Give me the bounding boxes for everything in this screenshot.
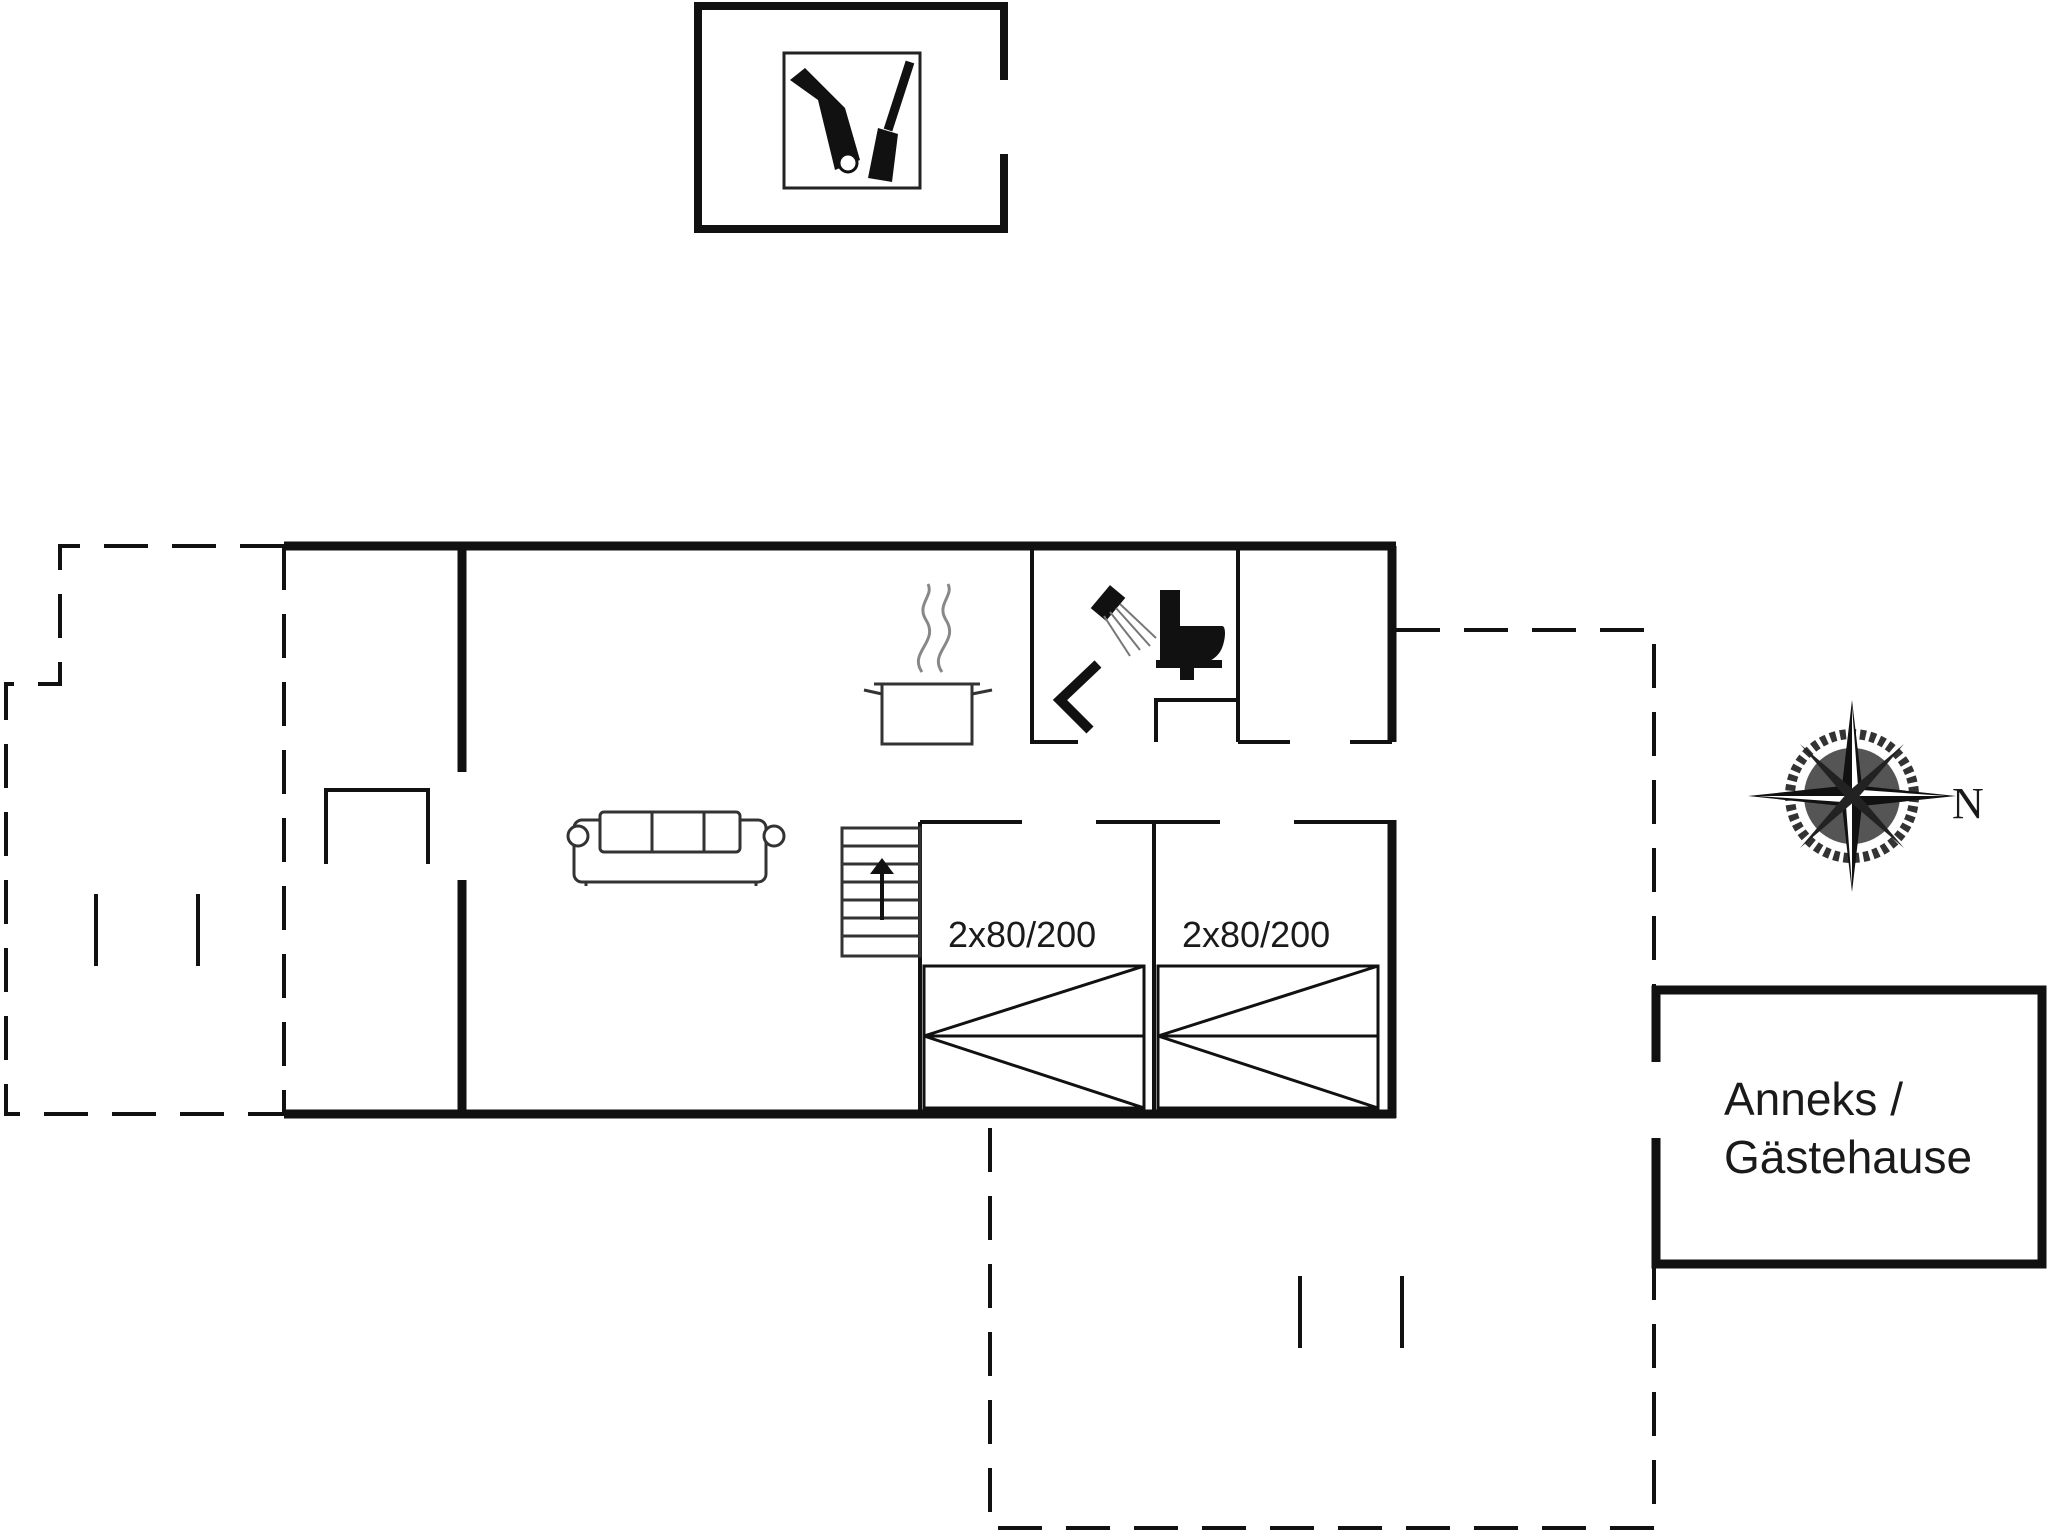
annex-label-line1: Anneks / <box>1724 1073 1903 1125</box>
compass-rose-icon <box>1748 700 1956 892</box>
bedroom-1-bed-label: 2x80/200 <box>948 914 1097 955</box>
compass-north-label: N <box>1952 779 1984 828</box>
sofa-icon <box>566 810 786 886</box>
entry-bench <box>94 788 1404 1348</box>
bedroom-2-bed-label: 2x80/200 <box>1182 914 1331 955</box>
house-walls <box>284 541 1397 1119</box>
inner-walls <box>918 546 1392 1114</box>
annex-label-line2: Gästehause <box>1724 1131 1973 1183</box>
annex-building <box>1651 985 2047 1269</box>
kitchen-pot-icon <box>863 583 993 746</box>
garden-tools-icon <box>782 51 922 190</box>
stairs-up-icon <box>840 826 922 958</box>
toilet-icon <box>1156 590 1225 680</box>
bed-icon <box>922 964 1380 1110</box>
terrace-outlines <box>4 544 1656 1530</box>
tool-shed <box>694 2 1008 233</box>
shower-icon <box>1052 585 1157 734</box>
